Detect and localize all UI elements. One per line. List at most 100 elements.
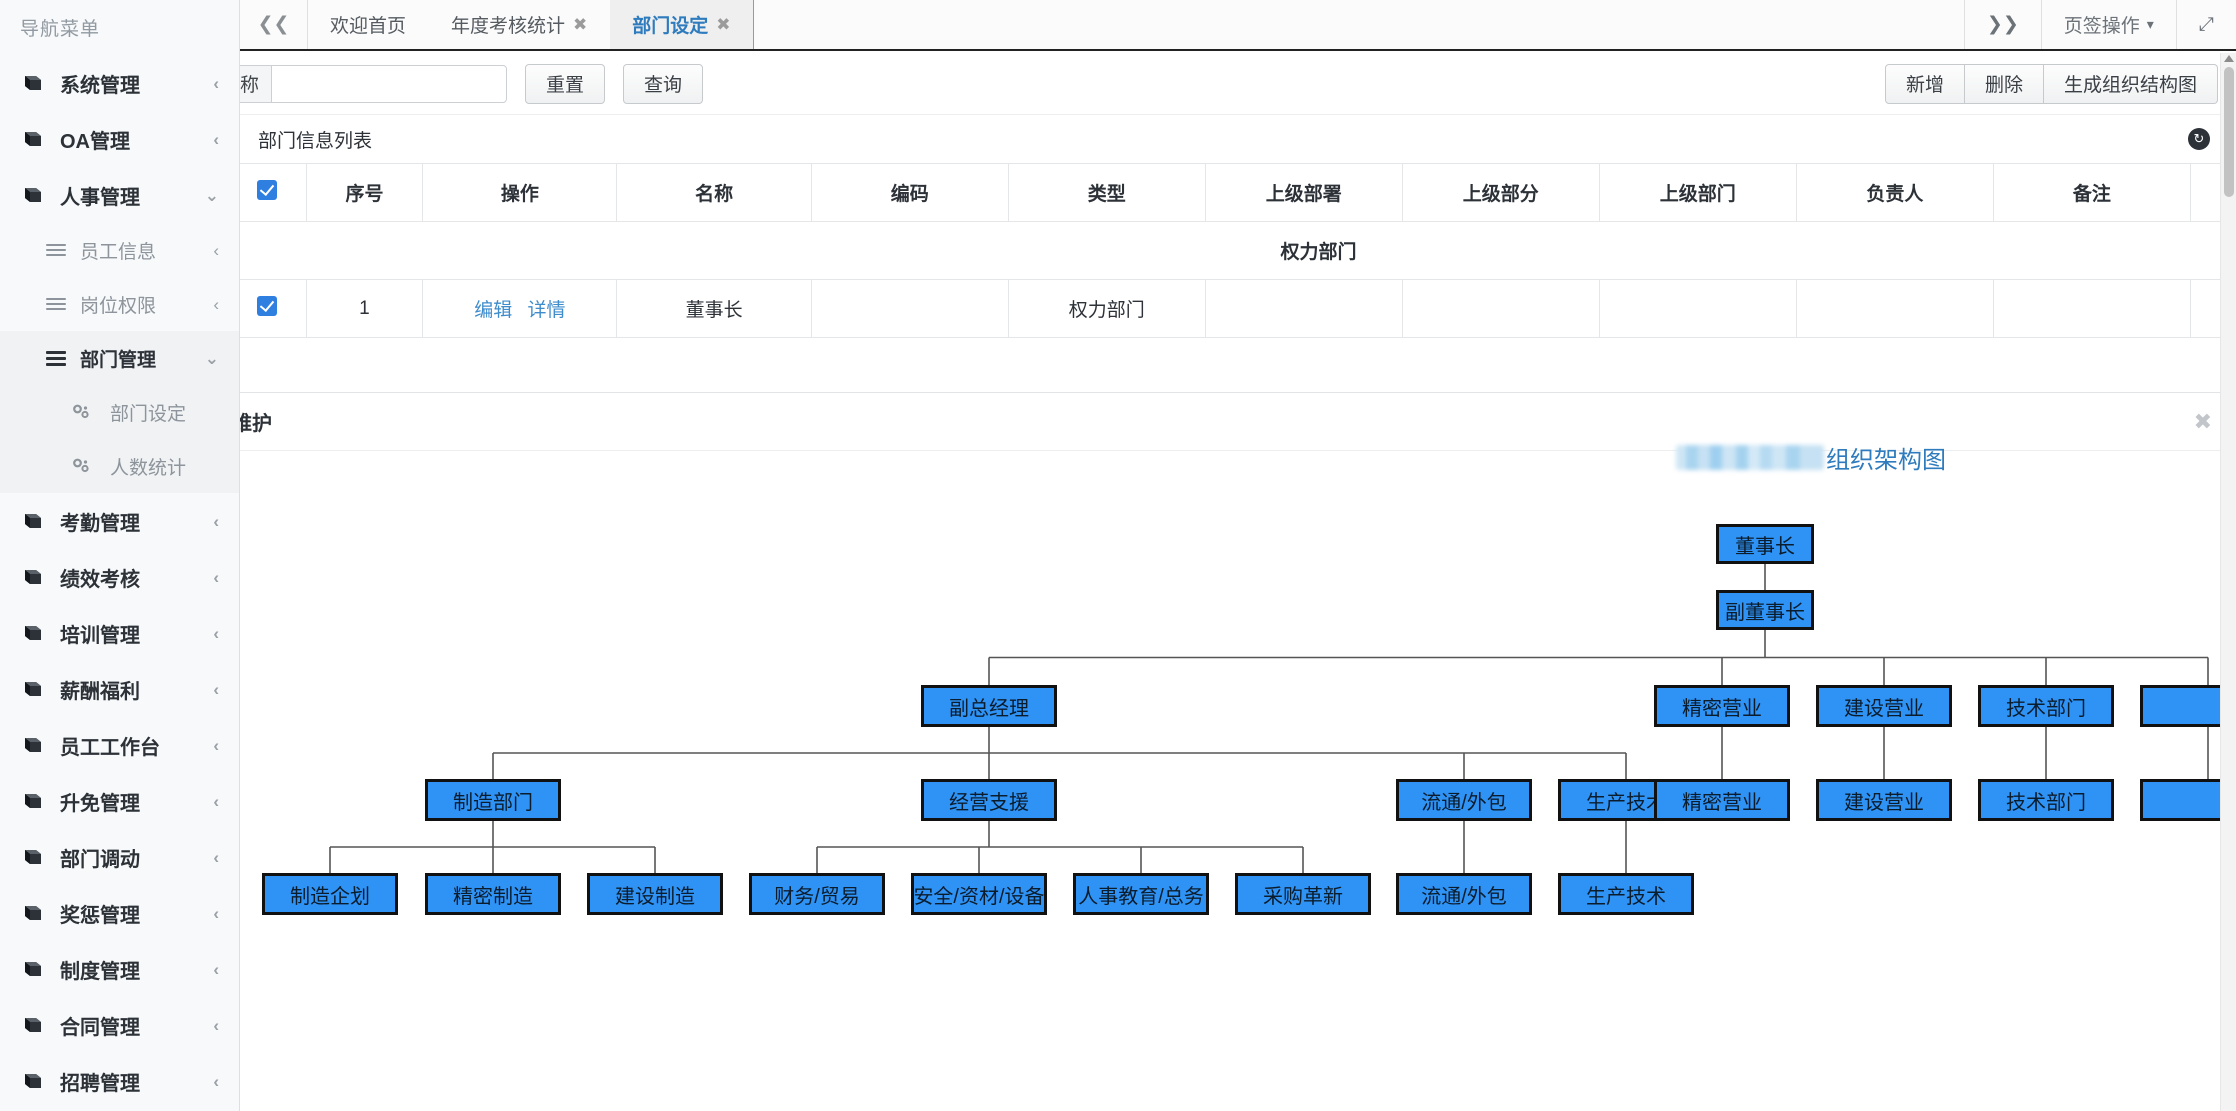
cell-code [810, 279, 1009, 338]
tabs-scroll-right-icon[interactable]: ❯❯ [1963, 0, 2041, 49]
book-icon [22, 186, 48, 204]
org-node-n18[interactable]: 建设制造 [587, 873, 723, 915]
list-caption-text: 部门信息列表 [258, 130, 373, 152]
sidebar-item-1[interactable]: OA管理 ‹ [0, 111, 239, 167]
record-actions: 新增 删除 生成组织结构图 [1884, 63, 2218, 104]
search-input[interactable] [271, 64, 508, 103]
tab-list: 欢迎首页年度考核统计✖部门设定✖ [308, 0, 754, 49]
generate-org-chart-button[interactable]: 生成组织结构图 [2043, 63, 2218, 104]
org-node-n5[interactable]: 建设营业 [1816, 685, 1952, 727]
org-node-n14[interactable]: 技术部门 [1978, 779, 2114, 821]
tab-close-icon[interactable]: ✖ [716, 14, 731, 34]
query-button[interactable]: 查询 [623, 63, 704, 104]
org-node-label: 董事长 [1735, 535, 1795, 558]
org-node-n8[interactable]: 制造部门 [425, 779, 561, 821]
cell-valid-flag: 有效 [2189, 279, 2236, 338]
sidebar-item-9[interactable]: 绩效考核‹ [0, 549, 239, 605]
scrollbar-thumb[interactable] [2224, 67, 2234, 197]
detail-link[interactable]: 详情 [527, 300, 566, 321]
edit-link[interactable]: 编辑 [474, 300, 513, 321]
org-node-n24[interactable]: 生产技术 [1558, 873, 1694, 915]
tab-1[interactable]: 年度考核统计✖ [429, 0, 611, 49]
fullscreen-icon[interactable]: ⤢ [2175, 0, 2236, 49]
org-node-n20[interactable]: 安全/资材/设备 [911, 873, 1047, 915]
chevron-icon: ‹ [213, 567, 219, 587]
add-button[interactable]: 新增 [1884, 63, 1965, 104]
sidebar-item-5[interactable]: 部门管理⌄ [0, 331, 239, 385]
sidebar-item-0[interactable]: 系统管理‹ [0, 55, 239, 111]
sidebar-item-13[interactable]: 升免管理‹ [0, 773, 239, 829]
reset-button[interactable]: 重置 [525, 63, 606, 104]
sidebar-item-11[interactable]: 薪酬福利‹ [0, 661, 239, 717]
modal-header: 息维护 ✖ [240, 393, 2236, 451]
sidebar-item-label: 人数统计 [110, 457, 187, 479]
page-action-label: 页签操作 [2063, 16, 2140, 37]
org-node-n3[interactable]: 副总经理 [921, 685, 1057, 727]
sidebar-menu: 系统管理‹OA管理‹人事管理⌄员工信息‹岗位权限‹部门管理⌄部门设定人数统计考勤… [0, 55, 239, 1109]
chevron-icon: ‹ [213, 129, 219, 149]
row-checkbox[interactable] [257, 295, 278, 316]
org-node-n13[interactable]: 建设营业 [1816, 779, 1952, 821]
delete-button[interactable]: 删除 [1964, 63, 2044, 104]
company-name-blurred [1676, 445, 1824, 470]
sidebar-item-2[interactable]: 人事管理⌄ [0, 167, 239, 223]
org-node-n9[interactable]: 经营支援 [921, 779, 1057, 821]
org-node-n1[interactable]: 董事长 [1716, 524, 1814, 564]
sidebar-item-17[interactable]: 合同管理‹ [0, 997, 239, 1053]
org-node-n2[interactable]: 副董事长 [1716, 590, 1814, 630]
org-node-label: 制造部门 [453, 791, 533, 814]
sidebar-item-6[interactable]: 部门设定 [0, 385, 239, 439]
sidebar-item-7[interactable]: 人数统计 [0, 439, 239, 493]
tab-2[interactable]: 部门设定✖ [610, 0, 754, 49]
page-action-dropdown[interactable]: 页签操作 ▾ [2040, 0, 2176, 49]
org-node-label: 制造企划 [290, 885, 370, 908]
sidebar-item-12[interactable]: 员工工作台‹ [0, 717, 239, 773]
select-all-checkbox[interactable] [257, 179, 278, 200]
table-header-0[interactable] [240, 163, 307, 222]
department-table: 序号操作名称编码类型上级部署上级部分上级部门负责人备注有效性标识 权力部门 1 … [240, 163, 2236, 338]
tabs-scroll-left-icon[interactable]: ❮❮ [240, 0, 308, 49]
chevron-icon: ‹ [213, 679, 219, 699]
org-node-n23[interactable]: 流通/外包 [1396, 873, 1532, 915]
sidebar-item-18[interactable]: 招聘管理‹ [0, 1053, 239, 1109]
tab-close-icon[interactable]: ✖ [573, 14, 588, 34]
org-node-n4[interactable]: 精密营业 [1654, 685, 1790, 727]
org-chart-canvas [329, 564, 2209, 873]
org-node-label: 建设营业 [1844, 697, 1924, 720]
sidebar-item-label: 岗位权限 [80, 295, 157, 317]
sidebar-item-4[interactable]: 岗位权限‹ [0, 277, 239, 331]
org-node-label: 精密营业 [1682, 697, 1762, 720]
scroll-up-arrow-icon[interactable] [2224, 55, 2234, 62]
refresh-icon[interactable]: ↻ [2188, 128, 2210, 150]
sidebar-item-3[interactable]: 员工信息‹ [0, 223, 239, 277]
org-node-label: 人事教育/总务 [1078, 885, 1204, 908]
book-icon [22, 624, 48, 642]
tab-0[interactable]: 欢迎首页 [308, 0, 430, 49]
chevron-icon: ‹ [213, 240, 219, 260]
org-node-n10[interactable]: 流通/外包 [1396, 779, 1532, 821]
org-node-n16[interactable]: 制造企划 [262, 873, 398, 915]
sidebar-item-14[interactable]: 部门调动‹ [0, 829, 239, 885]
sidebar-item-16[interactable]: 制度管理‹ [0, 941, 239, 997]
cell-actions: 编辑 详情 [422, 279, 618, 338]
org-node-n19[interactable]: 财务/贸易 [749, 873, 885, 915]
org-node-n12[interactable]: 精密营业 [1654, 779, 1790, 821]
org-node-n22[interactable]: 采购革新 [1235, 873, 1371, 915]
chevron-icon: ‹ [213, 1071, 219, 1091]
sidebar-item-label: OA管理 [60, 130, 130, 153]
org-node-n17[interactable]: 精密制造 [425, 873, 561, 915]
sidebar-item-10[interactable]: 培训管理‹ [0, 605, 239, 661]
close-icon[interactable]: ✖ [2193, 408, 2212, 434]
row-checkbox-cell[interactable] [240, 279, 307, 338]
org-node-n6[interactable]: 技术部门 [1978, 685, 2114, 727]
chevron-icon: ‹ [213, 623, 219, 643]
sidebar-item-8[interactable]: 考勤管理‹ [0, 493, 239, 549]
vertical-scrollbar[interactable] [2220, 53, 2236, 1111]
chevron-icon: ‹ [213, 847, 219, 867]
tab-bar-actions: ❯❯ 页签操作 ▾ ⤢ [1963, 0, 2236, 49]
table-row[interactable]: 1 编辑 详情 董事长 权力部门 有效 [240, 279, 2236, 338]
org-node-n21[interactable]: 人事教育/总务 [1073, 873, 1209, 915]
table-header-1: 序号 [305, 163, 424, 222]
org-node-label: 财务/贸易 [774, 885, 860, 908]
sidebar-item-15[interactable]: 奖惩管理‹ [0, 885, 239, 941]
